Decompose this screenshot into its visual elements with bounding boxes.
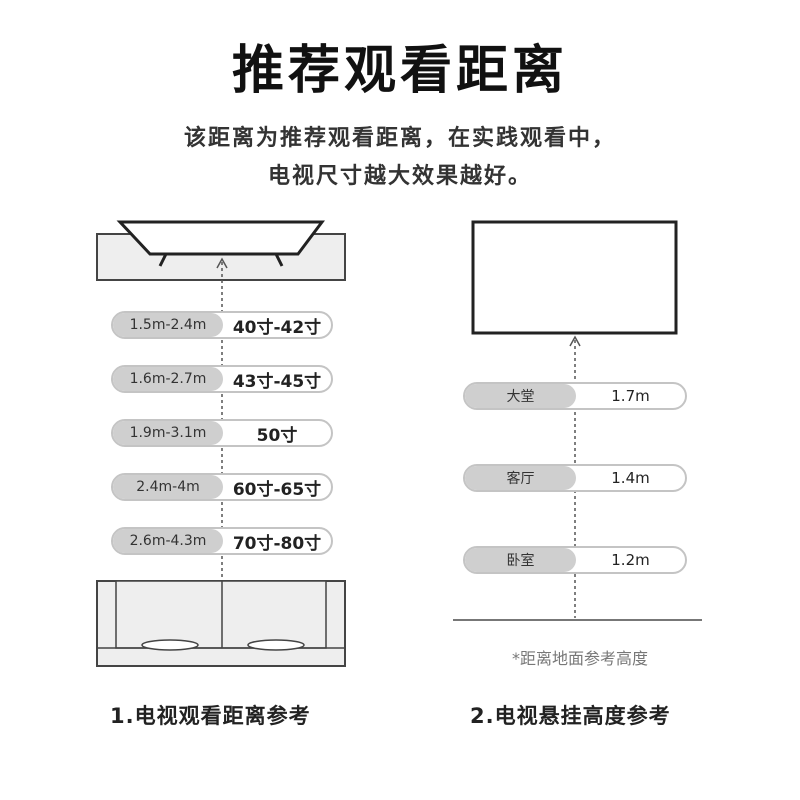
height-caption: 2.电视悬挂高度参考 (470, 704, 671, 728)
subtitle-line-2: 电视尺寸越大效果越好。 (267, 164, 532, 189)
height-row: 卧室 1.2m (463, 546, 687, 574)
subtitle-line-1: 该距离为推荐观看距离，在实践观看中， (183, 126, 616, 151)
height-note: *距离地面参考高度 (511, 649, 648, 668)
room-label: 大堂 (465, 384, 576, 408)
height-value: 1.4m (611, 469, 650, 487)
wall-tv (471, 220, 678, 335)
distance-value: 1.5m-2.4m (113, 313, 223, 337)
height-value: 1.7m (611, 387, 650, 405)
tv-size-value: 50寸 (256, 425, 298, 446)
distance-value: 2.4m-4m (113, 475, 223, 499)
height-value: 1.2m (611, 551, 650, 569)
tv-size-value: 40寸-42寸 (232, 317, 322, 338)
room-label: 客厅 (465, 466, 576, 490)
tv-size-value: 70寸-80寸 (232, 533, 322, 554)
distance-caption: 1.电视观看距离参考 (110, 704, 311, 728)
tv-size-value: 60寸-65寸 (232, 479, 322, 500)
page-title: 推荐观看距离 (231, 41, 568, 101)
distance-value: 1.9m-3.1m (113, 421, 223, 445)
distance-row: 2.6m-4.3m 70寸-80寸 (111, 527, 333, 555)
distance-value: 1.6m-2.7m (113, 367, 223, 391)
sofa (96, 580, 346, 667)
distance-value: 2.6m-4.3m (113, 529, 223, 553)
distance-row: 1.6m-2.7m 43寸-45寸 (111, 365, 333, 393)
tv-size-value: 43寸-45寸 (232, 371, 322, 392)
height-row: 客厅 1.4m (463, 464, 687, 492)
distance-row: 1.9m-3.1m 50寸 (111, 419, 333, 447)
distance-row: 1.5m-2.4m 40寸-42寸 (111, 311, 333, 339)
room-label: 卧室 (465, 548, 576, 572)
distance-row: 2.4m-4m 60寸-65寸 (111, 473, 333, 501)
tv-stand (96, 220, 346, 281)
height-row: 大堂 1.7m (463, 382, 687, 410)
